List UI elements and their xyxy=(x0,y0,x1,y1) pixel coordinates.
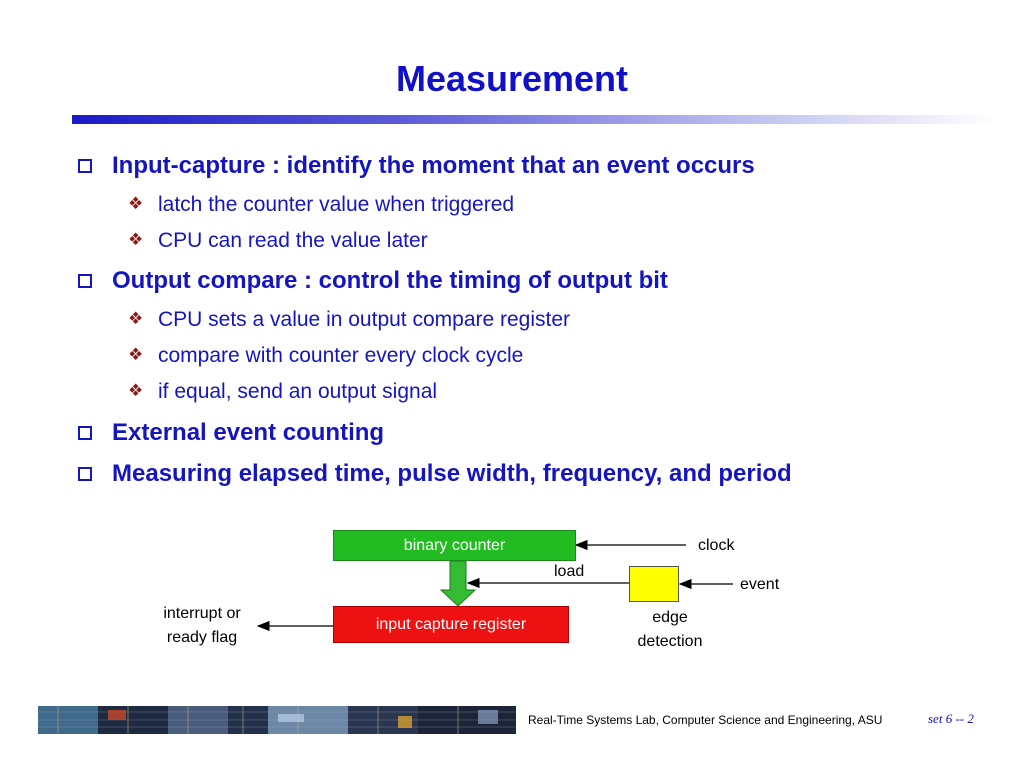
sub-bullet-text: CPU can read the value later xyxy=(158,229,428,252)
sub-bullet-text: latch the counter value when triggered xyxy=(158,193,515,216)
clock-label: clock xyxy=(698,537,735,554)
load-label: load xyxy=(554,563,585,580)
input-capture-register-block: input capture register xyxy=(333,606,569,643)
hollow-square-icon xyxy=(78,426,92,440)
bullet-text: Output compare : control the timing of o… xyxy=(112,267,668,294)
hollow-square-icon xyxy=(78,274,92,288)
bullet-text: External event counting xyxy=(112,419,385,446)
footer-circuit-image xyxy=(38,706,516,734)
page-number: set 6 -- 2 xyxy=(928,711,974,726)
sub-bullet-text: CPU sets a value in output compare regis… xyxy=(158,308,571,331)
hollow-square-icon xyxy=(78,467,92,481)
interrupt-label-line1: interrupt or xyxy=(163,605,241,622)
sub-bullet-text: if equal, send an output signal xyxy=(158,380,438,403)
slide-title: Measurement xyxy=(395,58,629,99)
four-diamond-icon: ❖ xyxy=(128,345,144,364)
hollow-square-icon xyxy=(78,159,92,173)
title-underline xyxy=(72,115,996,124)
four-diamond-icon: ❖ xyxy=(128,194,144,213)
four-diamond-icon: ❖ xyxy=(128,309,144,328)
four-diamond-icon: ❖ xyxy=(128,230,144,249)
interrupt-label-line2: ready flag xyxy=(166,629,238,646)
edge-detection-block xyxy=(629,566,679,602)
sub-bullet-text: compare with counter every clock cycle xyxy=(158,344,524,367)
edge-label-line1: edge xyxy=(652,609,688,626)
bullet-text: Measuring elapsed time, pulse width, fre… xyxy=(112,460,792,487)
footer-lab-text: Real-Time Systems Lab, Computer Science … xyxy=(528,713,883,727)
four-diamond-icon: ❖ xyxy=(128,381,144,400)
transfer-arrow xyxy=(439,560,477,607)
binary-counter-block: binary counter xyxy=(333,530,576,561)
event-label: event xyxy=(740,576,780,593)
bullet-text: Input-capture : identify the moment that… xyxy=(112,152,755,179)
edge-label-line2: detection xyxy=(637,633,703,650)
